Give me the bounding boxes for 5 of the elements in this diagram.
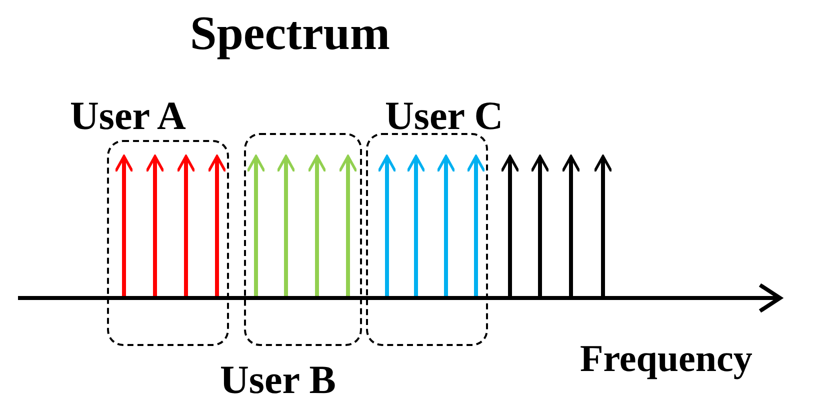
group-label: User C (385, 96, 504, 136)
group-label: User B (220, 360, 336, 400)
group-label: User A (70, 96, 186, 136)
axis-label: Frequency (580, 340, 752, 378)
diagram-title: Spectrum (190, 10, 390, 58)
